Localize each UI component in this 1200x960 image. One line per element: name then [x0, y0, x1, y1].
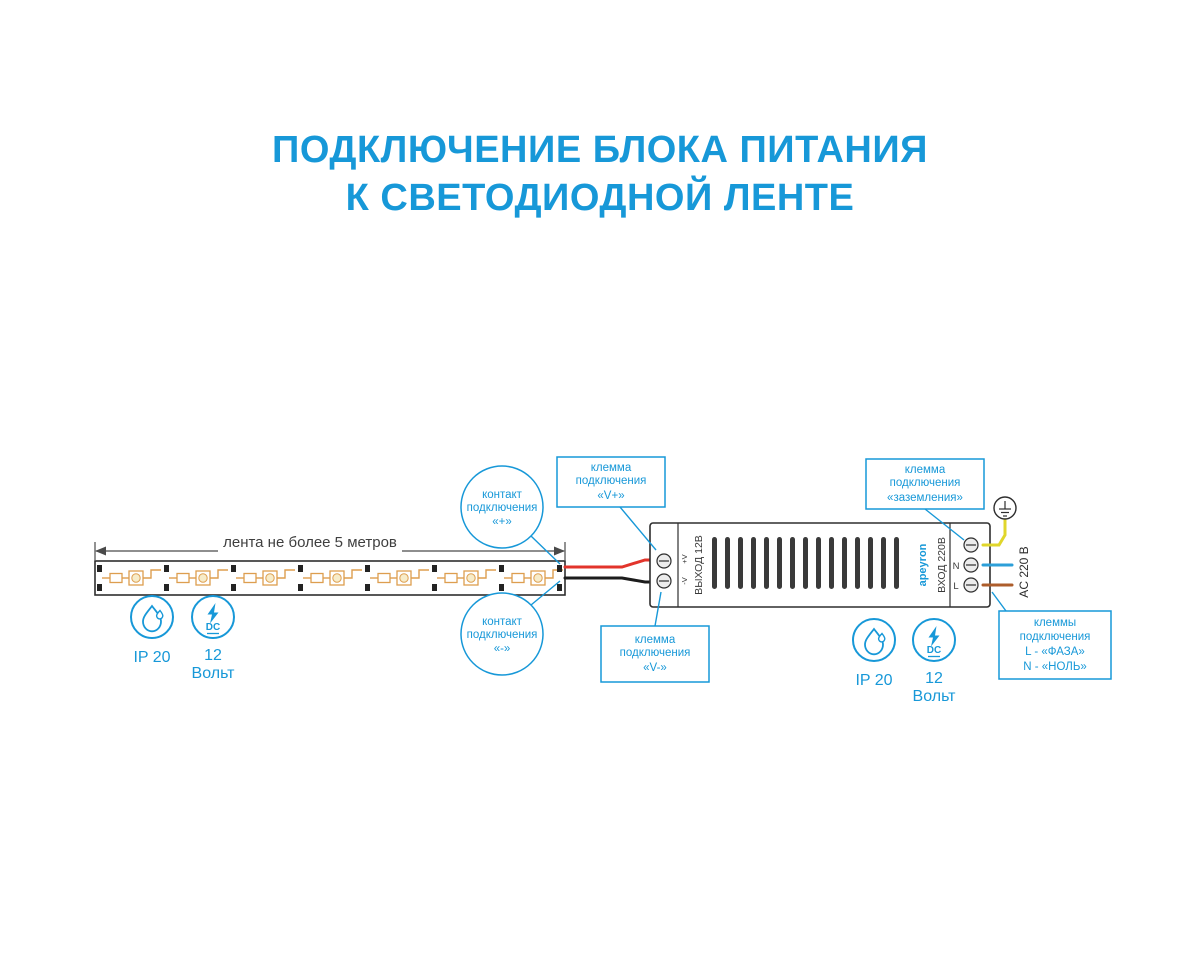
svg-text:«V+»: «V+» [597, 490, 624, 502]
svg-text:подключения: подключения [467, 502, 538, 514]
svg-text:L - «ФАЗА»: L - «ФАЗА» [1025, 646, 1085, 658]
svg-text:N - «НОЛЬ»: N - «НОЛЬ» [1023, 661, 1087, 673]
strip-voltage-unit: Вольт [192, 665, 236, 682]
svg-text:подключения: подключения [890, 477, 961, 489]
psu-input-label: ВХОД 220В [936, 537, 948, 593]
psu-ip-label: IP 20 [855, 672, 892, 689]
wire-negative-black [563, 576, 655, 584]
svg-text:клеммы: клеммы [1034, 617, 1076, 629]
wire-positive-red [563, 558, 655, 569]
strip-length-label: лента не более 5 метров [223, 534, 397, 551]
psu-output-label: ВЫХОД 12В [693, 535, 705, 595]
svg-text:«-»: «-» [494, 643, 511, 655]
svg-text:подключения: подключения [1020, 631, 1091, 643]
callout-terminal-ln: клеммы подключения L - «ФАЗА» N - «НОЛЬ» [991, 591, 1112, 680]
psu-vminus-mark: -V [680, 577, 689, 585]
page-title-line1: ПОДКЛЮЧЕНИЕ БЛОКА ПИТАНИЯ [272, 129, 928, 171]
strip-dimension: лента не более 5 метров [94, 534, 566, 560]
psu-vplus-mark: +V [680, 554, 689, 563]
strip-ip-label: IP 20 [133, 649, 170, 666]
callout-terminal-ground: клемма подключения «заземления» [865, 458, 985, 541]
svg-text:подключения: подключения [576, 475, 647, 487]
callout-contact-minus: контакт подключения «-» [460, 580, 561, 676]
svg-text:«заземления»: «заземления» [887, 492, 963, 504]
psu-terminal-n-label: N [953, 561, 960, 572]
svg-text:подключения: подключения [620, 647, 691, 659]
psu-voltage-unit: Вольт [913, 688, 957, 705]
svg-text:клемма: клемма [635, 634, 676, 646]
ground-icon [993, 496, 1017, 520]
page-title: ПОДКЛЮЧЕНИЕ БЛОКА ПИТАНИЯ К СВЕТОДИОДНОЙ… [0, 126, 1200, 222]
svg-text:клемма: клемма [591, 462, 632, 474]
callout-contact-plus: контакт подключения «+» [460, 465, 561, 565]
ac-220-label: AC 220 В [1017, 546, 1031, 597]
svg-text:контакт: контакт [482, 489, 523, 501]
psu-brand-label: apeyron [917, 543, 929, 586]
callout-terminal-vplus: клемма подключения «V+» [556, 456, 666, 551]
power-supply: +V -V ВЫХОД 12В apeyron ВХОД 220В N [649, 522, 991, 608]
psu-voltage-value: 12 [925, 670, 943, 687]
psu-terminal-l-label: L [953, 581, 958, 592]
callout-terminal-vminus: клемма подключения «V-» [600, 591, 710, 683]
svg-text:«V-»: «V-» [643, 662, 667, 674]
svg-text:контакт: контакт [482, 616, 523, 628]
led-strip [94, 560, 566, 596]
wire-ground-yellow [981, 518, 1007, 547]
strip-badges: IP 20 12 Вольт [130, 595, 236, 682]
strip-voltage-value: 12 [204, 647, 222, 664]
svg-text:«+»: «+» [492, 516, 512, 528]
vent-slots [712, 537, 899, 589]
page-title-line2: К СВЕТОДИОДНОЙ ЛЕНТЕ [345, 177, 855, 219]
svg-text:клемма: клемма [905, 464, 946, 476]
svg-text:подключения: подключения [467, 629, 538, 641]
psu-badges: IP 20 12 Вольт [852, 618, 957, 705]
